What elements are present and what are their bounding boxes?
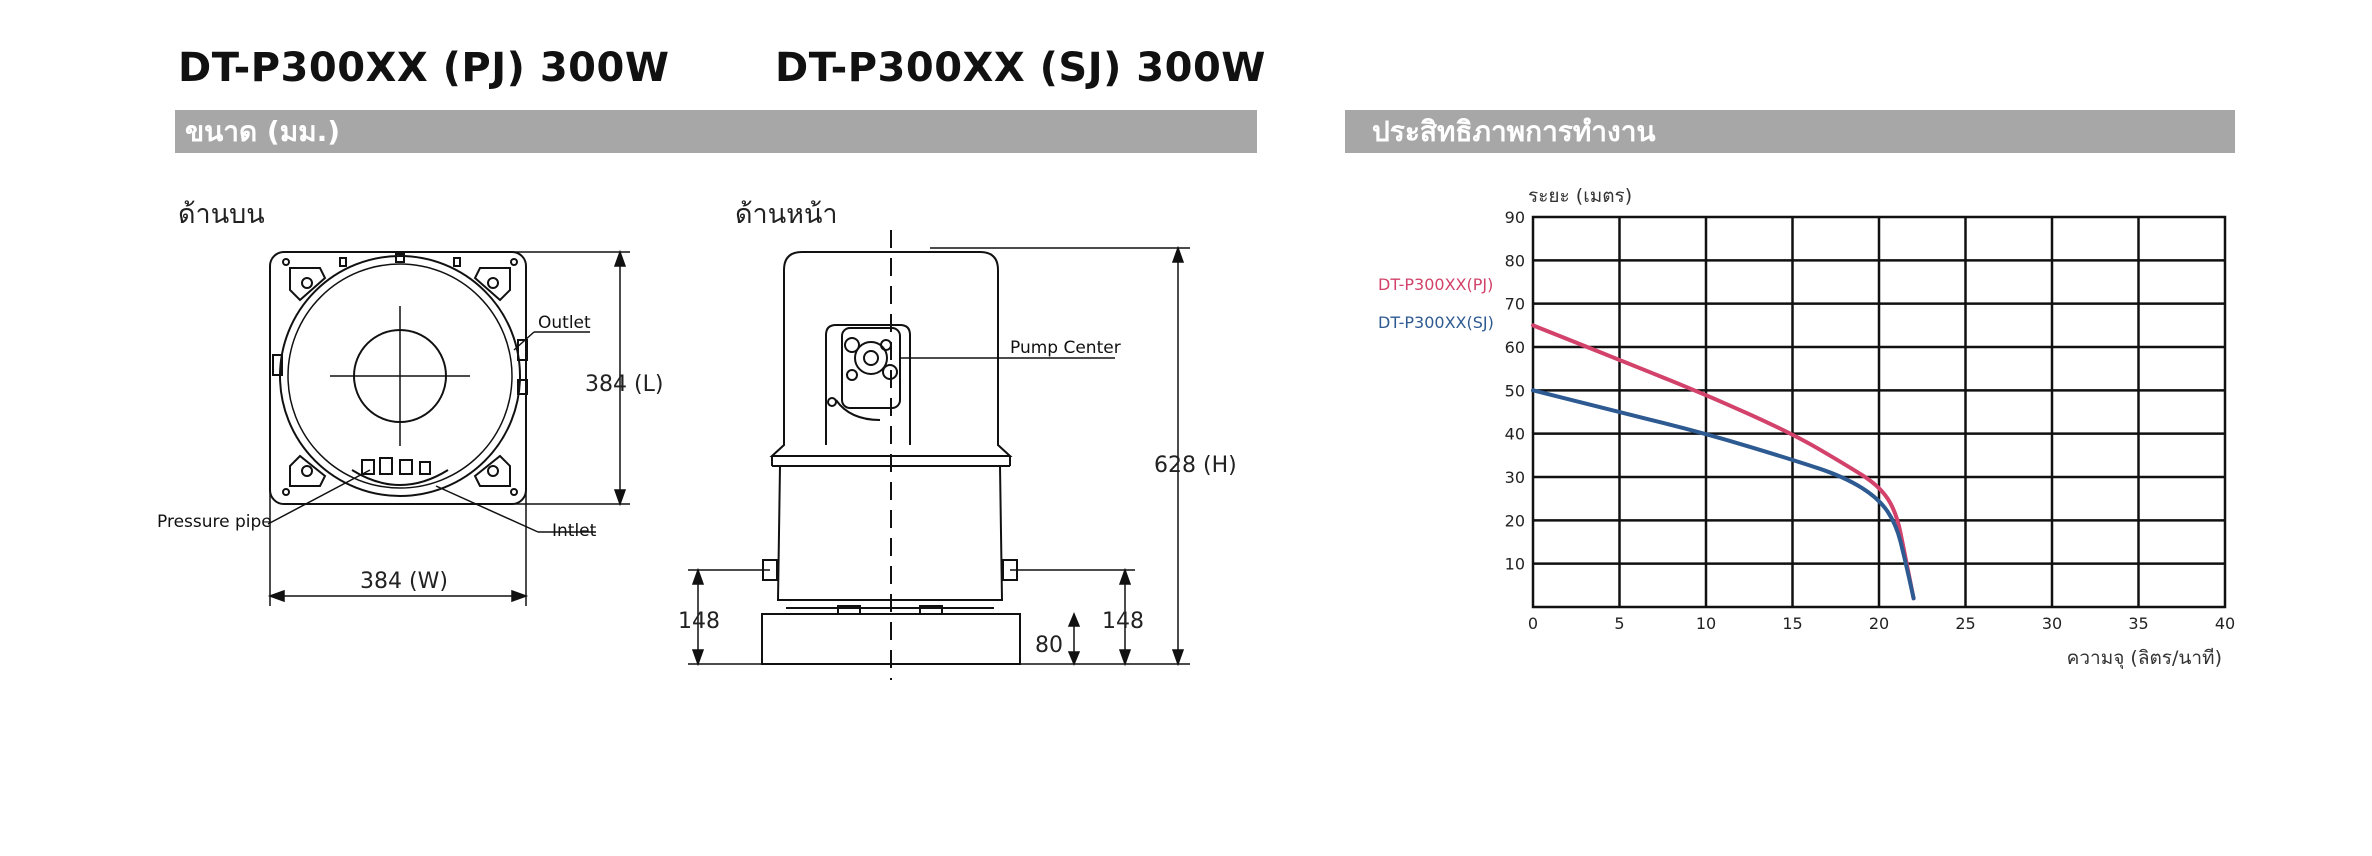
top-view-drawing: 384 (L) 384 (W) Outlet Pressure pipe Int… bbox=[157, 249, 663, 606]
top-view-label: ด้านบน bbox=[178, 199, 265, 230]
pump-center-label: Pump Center bbox=[1010, 338, 1121, 358]
front-view-label: ด้านหน้า bbox=[735, 199, 838, 230]
chart-legend-entry: DT-P300XX(SJ) bbox=[1378, 313, 1494, 332]
model-title-pj: DT-P300XX (PJ) 300W bbox=[178, 45, 670, 91]
front-cover-outline bbox=[769, 251, 1013, 457]
chart-y-tick-label: 10 bbox=[1505, 555, 1525, 574]
inlet-label: Intlet bbox=[552, 521, 597, 541]
chart-x-tick-label: 10 bbox=[1696, 614, 1716, 633]
top-length-dim: 384 (L) bbox=[585, 372, 663, 397]
chart-y-tick-label: 80 bbox=[1505, 251, 1525, 270]
pump-head bbox=[841, 327, 901, 409]
chart-x-tick-label: 35 bbox=[2128, 614, 2148, 633]
front-dim-148-right: 148 bbox=[1102, 609, 1144, 634]
dimensions-banner: ขนาด (มม.) bbox=[175, 110, 1257, 153]
chart-x-axis-label: ความจุ (ลิตร/นาที) bbox=[2067, 647, 2222, 670]
chart-x-tick-label: 0 bbox=[1528, 614, 1538, 633]
front-dim-148-left: 148 bbox=[678, 609, 720, 634]
chart-x-tick-label: 20 bbox=[1869, 614, 1889, 633]
chart-series-line-sj bbox=[1531, 388, 1916, 601]
front-dim-80: 80 bbox=[1035, 633, 1063, 658]
chart-y-tick-label: 40 bbox=[1505, 425, 1525, 444]
top-width-dim: 384 (W) bbox=[360, 569, 448, 594]
chart-legend-entry: DT-P300XX(PJ) bbox=[1378, 275, 1493, 294]
chart-y-tick-label: 70 bbox=[1505, 295, 1525, 314]
top-body-outline bbox=[269, 251, 527, 505]
outlet-label: Outlet bbox=[538, 313, 591, 333]
chart-x-tick-label: 30 bbox=[2042, 614, 2062, 633]
front-view-drawing: Pump Center 628 (H) 148 148 80 bbox=[678, 230, 1237, 680]
chart-x-tick-label: 40 bbox=[2215, 614, 2235, 633]
chart-series-line-pj bbox=[1531, 323, 1916, 601]
chart-y-tick-label: 50 bbox=[1505, 381, 1525, 400]
chart-x-tick-label: 15 bbox=[1782, 614, 1802, 633]
chart-x-tick-label: 25 bbox=[1955, 614, 1975, 633]
model-title-sj: DT-P300XX (SJ) 300W bbox=[775, 45, 1266, 91]
performance-banner: ประสิทธิภาพการทำงาน bbox=[1345, 110, 2235, 153]
chart-y-tick-label: 60 bbox=[1505, 338, 1525, 357]
chart-y-tick-label: 30 bbox=[1505, 468, 1525, 487]
chart-y-tick-label: 20 bbox=[1505, 511, 1525, 530]
chart-y-axis-label: ระยะ (เมตร) bbox=[1528, 185, 1632, 207]
front-height-dim: 628 (H) bbox=[1154, 453, 1237, 478]
pressure-pipe-label: Pressure pipe bbox=[157, 512, 272, 532]
chart-x-tick-label: 5 bbox=[1614, 614, 1624, 633]
performance-chart: ระยะ (เมตร) ความจุ (ลิตร/นาที) 0 5 10 15 20 2… bbox=[1378, 185, 2235, 670]
chart-y-tick-label: 90 bbox=[1505, 208, 1525, 227]
